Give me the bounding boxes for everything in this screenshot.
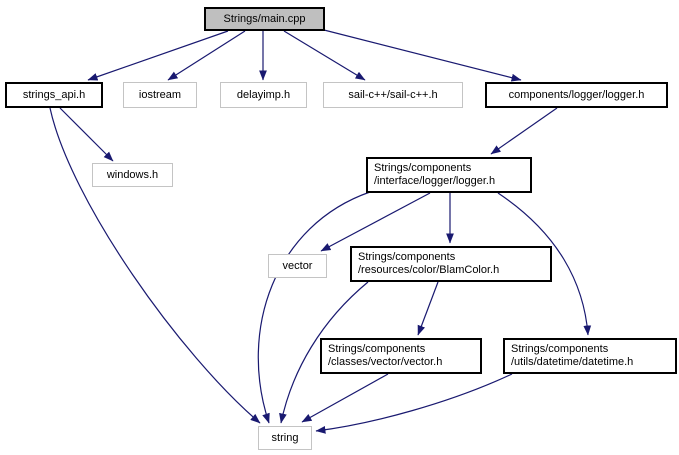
edge-datetime-string [315,373,513,434]
node-label: iostream [138,88,182,101]
edge-iface-datetime [497,192,592,336]
edge-main-logger [323,29,522,82]
edge-main-sail [283,30,366,81]
edge-blam-vecth [417,281,439,336]
node-label: /resources/color/BlamColor.h [358,264,500,276]
node-label: Strings/main.cpp [223,12,306,25]
node-iostream: iostream [123,82,197,108]
node-label: sail-c++/sail-c++.h [348,88,438,101]
node-delayimp-h: delayimp.h [220,82,307,108]
node-classes-vector-h[interactable]: Strings/components /classes/vector/vecto… [320,338,482,374]
edge-blam-string [279,281,369,424]
node-label: Strings/components [328,343,426,355]
edge-main-strings_api [87,30,229,81]
node-strings-api-h[interactable]: strings_api.h [5,82,103,108]
edge-iface-string [257,191,371,424]
node-vector: vector [268,254,327,278]
node-label: vector [282,259,313,272]
node-label: /interface/logger/logger.h [374,175,496,187]
node-datetime-h[interactable]: Strings/components /utils/datetime/datet… [503,338,677,374]
node-label: Strings/components [511,343,609,355]
node-label: windows.h [106,168,159,181]
edge-api-string [49,107,261,424]
node-label: string [271,431,299,444]
edge-iface-vector [320,192,431,252]
edge-api-windows [59,107,114,162]
node-label: strings_api.h [22,88,86,101]
edge-main-iostream [167,30,246,81]
node-components-logger-h[interactable]: components/logger/logger.h [485,82,668,108]
node-interface-logger-h[interactable]: Strings/components /interface/logger/log… [366,157,532,193]
node-label: delayimp.h [236,88,291,101]
node-strings-main-cpp: Strings/main.cpp [204,7,325,31]
node-blamcolor-h[interactable]: Strings/components /resources/color/Blam… [350,246,552,282]
edge-vecth-string [301,373,389,423]
node-label: /utils/datetime/datetime.h [511,356,634,368]
node-string: string [258,426,312,450]
node-label: components/logger/logger.h [508,88,645,101]
node-windows-h: windows.h [92,163,173,187]
node-label: Strings/components [358,251,456,263]
node-sail-cpp-h: sail-c++/sail-c++.h [323,82,463,108]
node-label: Strings/components [374,162,472,174]
node-label: /classes/vector/vector.h [328,356,443,368]
edge-logger-iface [490,107,558,155]
